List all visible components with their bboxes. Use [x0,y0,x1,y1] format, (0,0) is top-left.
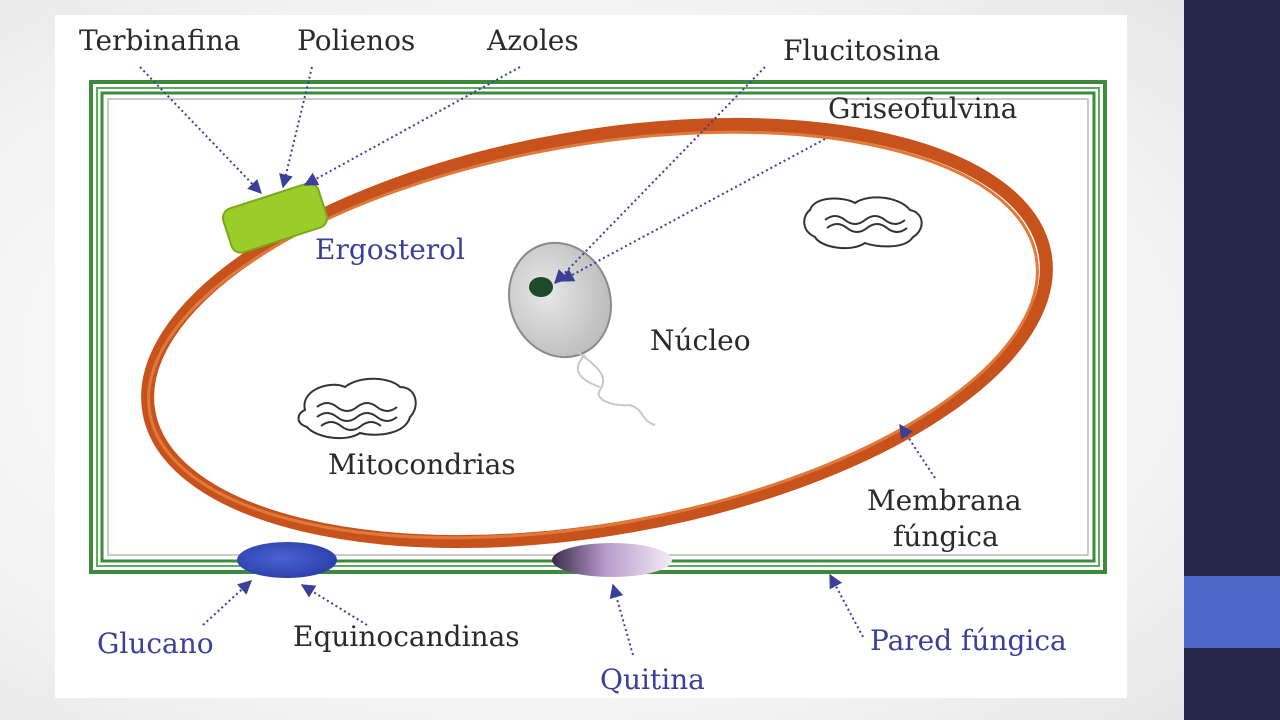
fungal-cell-diagram: Terbinafina Polienos Azoles Flucitosina … [55,15,1127,698]
label-pared-fungica: Pared fúngica [870,624,1067,657]
arrow-membrana [899,423,936,479]
arrow-equinocandinas [300,584,368,626]
nucleus [507,241,656,426]
label-equinocandinas: Equinocandinas [293,620,520,653]
label-griseofulvina: Griseofulvina [828,92,1018,125]
label-ergosterol: Ergosterol [315,233,465,266]
label-mitocondrias: Mitocondrias [328,448,516,481]
label-azoles: Azoles [487,24,579,57]
arrow-glucano [202,580,253,626]
quitina-marker [552,543,672,577]
label-flucitosina: Flucitosina [783,34,941,67]
arrow-quitina [609,583,634,656]
mitochondrion-bottom-left [297,377,417,440]
arrow-azoles [303,66,521,186]
mitochondrion-top-right [803,196,923,250]
label-membrana: Membrana [867,484,1022,517]
label-glucano: Glucano [97,627,214,660]
arrow-terbinafina [139,66,262,195]
label-polienos: Polienos [297,24,416,57]
label-terbinafina: Terbinafina [79,24,241,57]
glucano-marker [237,542,337,578]
slide-side-accent [1184,576,1280,648]
label-nucleo: Núcleo [650,324,751,357]
arrow-polienos [279,66,313,189]
arrow-flucitosina [554,66,766,285]
arrow-pared [829,573,864,638]
label-fungica: fúngica [893,520,999,553]
arrow-griseofulvina [559,138,826,282]
label-quitina: Quitina [600,663,705,696]
diagram-drawing [89,66,1107,656]
ergosterol-marker [221,182,329,254]
fungal-membrane [141,117,1053,549]
